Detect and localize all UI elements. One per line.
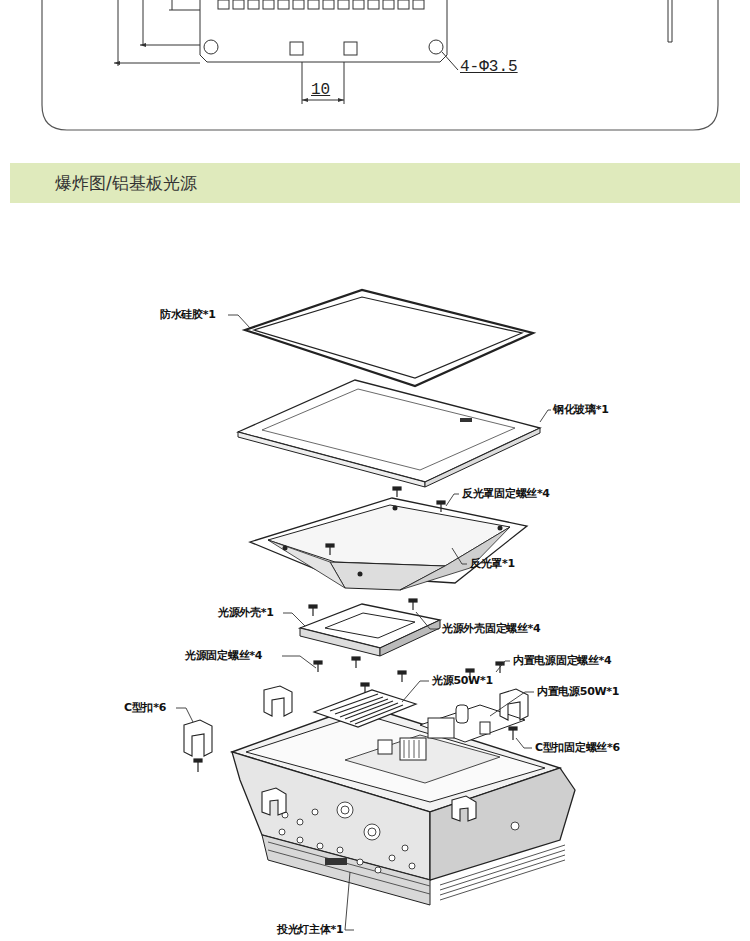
part-label: 反光罩固定螺丝*4 xyxy=(462,487,550,501)
part-label: 内置电源50W*1 xyxy=(537,685,619,699)
dimension: 4-Φ3.5 xyxy=(460,58,518,76)
part-label: 投光灯主体*1 xyxy=(277,923,343,937)
part-label: 防水硅胶*1 xyxy=(160,308,216,322)
part-label: 光源固定螺丝*4 xyxy=(185,649,262,663)
part-label: C型扣*6 xyxy=(124,701,166,715)
part-label: 反光罩*1 xyxy=(470,557,515,571)
dimension: 10 xyxy=(311,81,330,99)
part-label: 内置电源固定螺丝*4 xyxy=(513,654,611,668)
part-label: 钢化玻璃*1 xyxy=(553,403,609,417)
section-title: 爆炸图/铝基板光源 xyxy=(55,172,197,194)
part-label: C型扣固定螺丝*6 xyxy=(535,741,620,755)
part-label: 光源外壳固定螺丝*4 xyxy=(442,622,540,636)
part-label: 光源50W*1 xyxy=(432,674,493,688)
part-label: 光源外壳*1 xyxy=(218,606,274,620)
